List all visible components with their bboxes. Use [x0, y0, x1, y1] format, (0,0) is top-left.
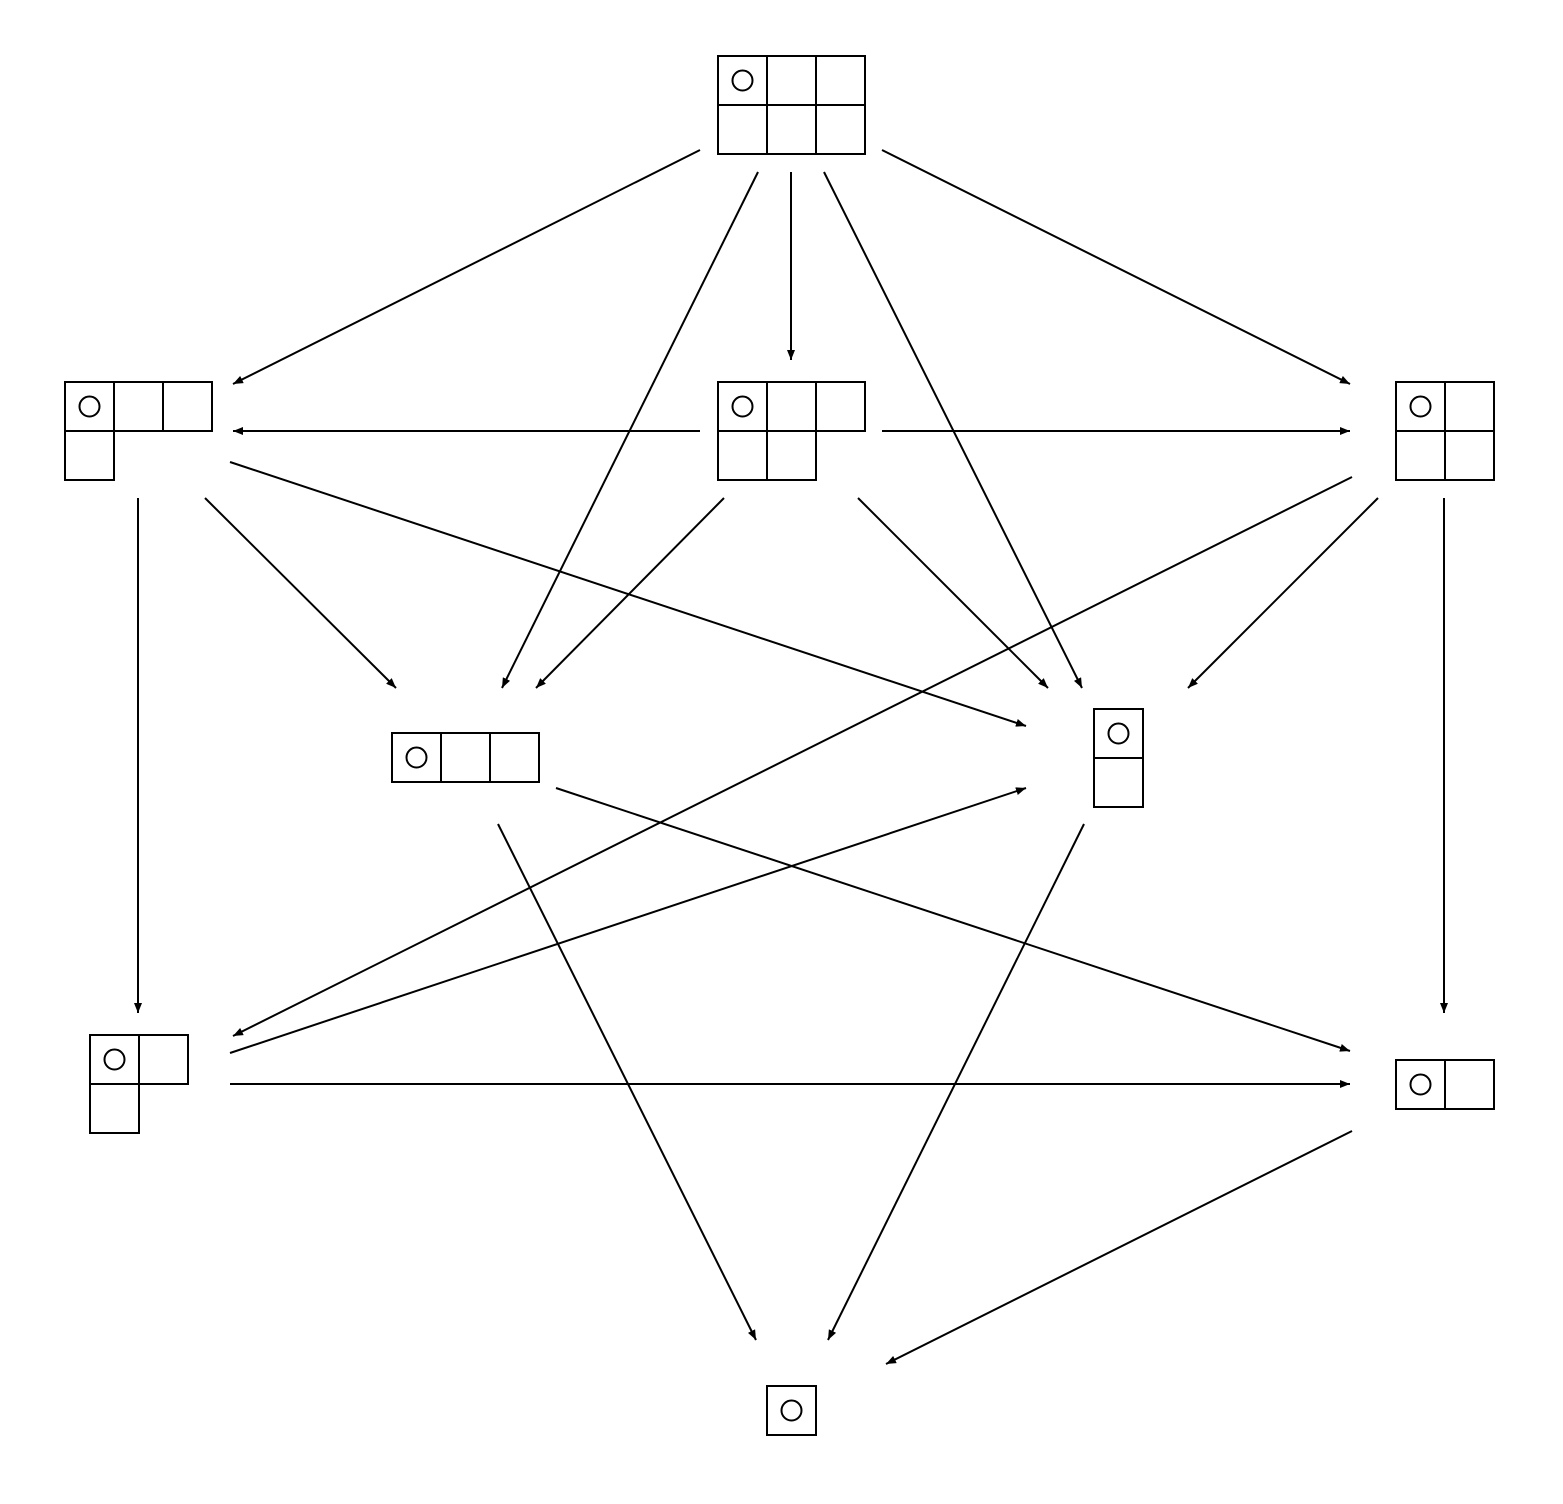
- cell: [440, 732, 491, 783]
- cell: [391, 732, 442, 783]
- corner-circle-icon: [78, 395, 101, 418]
- cell: [1444, 381, 1495, 432]
- cell: [766, 430, 817, 481]
- cell: [1444, 430, 1495, 481]
- node-s11: [1093, 708, 1144, 808]
- cell: [1444, 1059, 1495, 1110]
- edge-s321-to-s31: [232, 149, 701, 385]
- edge-s22-to-s11: [1187, 497, 1379, 689]
- corner-circle-icon: [780, 1399, 803, 1422]
- cell: [1093, 708, 1144, 759]
- cell: [1395, 430, 1446, 481]
- cell: [815, 104, 866, 155]
- cell: [766, 104, 817, 155]
- edge-s31-to-s11: [229, 461, 1027, 727]
- node-s1: [766, 1385, 817, 1436]
- edge-s32-to-s11: [857, 497, 1049, 689]
- edge-s32-to-s3: [535, 497, 725, 689]
- edge-s2-to-s1: [885, 1130, 1353, 1365]
- corner-circle-icon: [103, 1048, 126, 1071]
- node-s2: [1395, 1059, 1495, 1110]
- cell: [113, 381, 164, 432]
- cell: [717, 430, 768, 481]
- cell: [89, 1034, 140, 1085]
- corner-circle-icon: [1409, 1073, 1432, 1096]
- corner-circle-icon: [1409, 395, 1432, 418]
- cell: [766, 55, 817, 106]
- edge-s21-to-s11: [229, 787, 1027, 1054]
- cell: [815, 55, 866, 106]
- corner-circle-icon: [731, 69, 754, 92]
- cell: [1395, 1059, 1446, 1110]
- node-s21: [89, 1034, 189, 1134]
- edge-s11-to-s1: [827, 823, 1085, 1341]
- edge-s22-to-s21: [232, 476, 1353, 1037]
- node-s32: [717, 381, 866, 481]
- corner-circle-icon: [405, 746, 428, 769]
- cell: [64, 381, 115, 432]
- cell: [815, 381, 866, 432]
- cell: [766, 1385, 817, 1436]
- edge-s321-to-s22: [881, 149, 1351, 385]
- cell: [489, 732, 540, 783]
- cell: [64, 430, 115, 481]
- cell: [1395, 381, 1446, 432]
- cell: [162, 381, 213, 432]
- edges: [134, 149, 1448, 1365]
- edge-s31-to-s3: [204, 497, 397, 689]
- node-s321: [717, 55, 866, 155]
- edge-s3-to-s2: [555, 787, 1351, 1052]
- edge-s3-to-s1: [497, 823, 757, 1341]
- node-s22: [1395, 381, 1495, 481]
- cell: [717, 381, 768, 432]
- corner-circle-icon: [731, 395, 754, 418]
- cell: [717, 104, 768, 155]
- node-s31: [64, 381, 213, 481]
- node-s3: [391, 732, 540, 783]
- nodes: [64, 55, 1495, 1436]
- cell: [766, 381, 817, 432]
- cell: [1093, 757, 1144, 808]
- cell: [138, 1034, 189, 1085]
- cell: [89, 1083, 140, 1134]
- corner-circle-icon: [1107, 722, 1130, 745]
- cell: [717, 55, 768, 106]
